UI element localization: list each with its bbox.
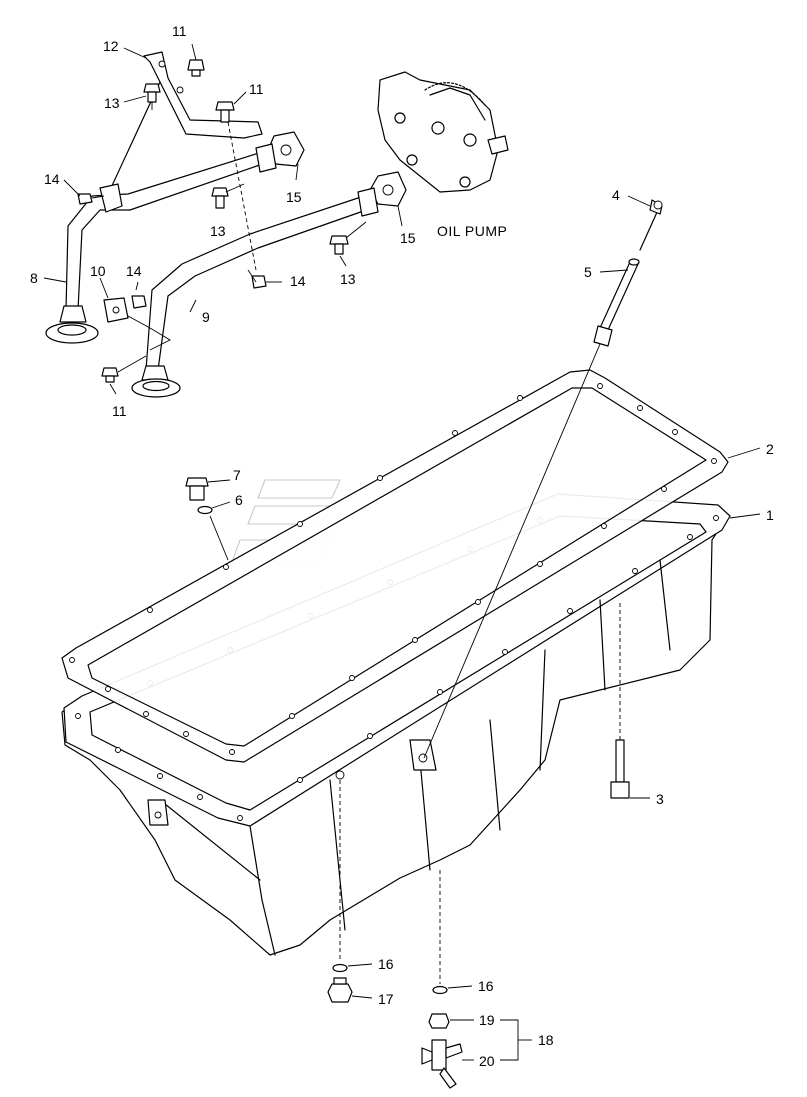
gasket-holes: [69, 383, 717, 755]
callout-14-middle: 14: [126, 263, 142, 279]
callout-11-bottom: 11: [112, 403, 127, 419]
callout-17: 17: [378, 991, 394, 1007]
bolt-11-top: [187, 43, 205, 77]
callout-20: 20: [479, 1053, 495, 1069]
callout-19: 19: [479, 1012, 495, 1028]
oil-pump-label: OIL PUMP: [437, 223, 507, 239]
nut-14-left: [77, 193, 105, 205]
bolt-7: [185, 477, 231, 501]
callout-13-middle: 13: [210, 223, 226, 239]
callout-13-left: 13: [104, 95, 120, 111]
callout-15-lower: 15: [400, 230, 416, 246]
bolt-11-bottom: [101, 355, 147, 395]
suction-pipe-9: [131, 187, 379, 398]
callout-11-middle: 11: [249, 81, 264, 97]
callout-10: 10: [90, 263, 106, 279]
dipstick: [639, 199, 663, 251]
callout-4: 4: [612, 187, 620, 203]
callout-15-upper: 15: [286, 189, 302, 205]
drain-cock-20: [421, 1039, 474, 1089]
callout-16-right: 16: [478, 978, 494, 994]
washer-6: [197, 501, 231, 561]
callout-18: 18: [538, 1032, 554, 1048]
bolt-11-middle: [215, 91, 257, 271]
nut-14-bottom: [251, 275, 282, 289]
bolt-13-right: [329, 221, 367, 255]
washer-16-right: [432, 870, 473, 995]
callout-6: 6: [235, 492, 243, 508]
callout-3: 3: [656, 791, 664, 807]
bolt-13-middle: [211, 183, 245, 209]
callout-2: 2: [766, 441, 774, 457]
callout-14-bottom: 14: [290, 273, 306, 289]
oil-pump: OIL PUMP: [377, 71, 509, 239]
callout-16-left: 16: [378, 956, 394, 972]
callout-8: 8: [30, 270, 38, 286]
callout-1: 1: [766, 507, 774, 523]
dipstick-tube: [423, 258, 640, 759]
callout-7: 7: [233, 467, 241, 483]
bolt-13-left: [143, 83, 161, 110]
callout-5: 5: [584, 264, 592, 280]
clamp-10: [103, 297, 171, 351]
bolt-3: [610, 600, 650, 799]
drain-plug-17: [327, 977, 373, 1003]
oil-pan-gasket: [61, 369, 729, 763]
callout-numbers: 2 1 3 4 5 6 7 8 9 10 11 11 11 12 13 13 1…: [30, 23, 774, 1069]
nut-14-middle: [131, 281, 147, 309]
callout-12: 12: [103, 38, 119, 54]
callout-9: 9: [202, 309, 210, 325]
gasket-15-lower: [369, 171, 407, 227]
callout-13-right: 13: [340, 271, 356, 287]
callout-11-top: 11: [172, 23, 187, 39]
gasket-15-upper: [267, 131, 305, 181]
bracket-18: [500, 1019, 532, 1061]
washer-16-left: [332, 780, 373, 973]
drain-valve-19: [428, 1013, 474, 1029]
callout-14-left: 14: [44, 171, 60, 187]
bracket-12: [99, 51, 263, 213]
callout-leaders: [43, 47, 761, 519]
